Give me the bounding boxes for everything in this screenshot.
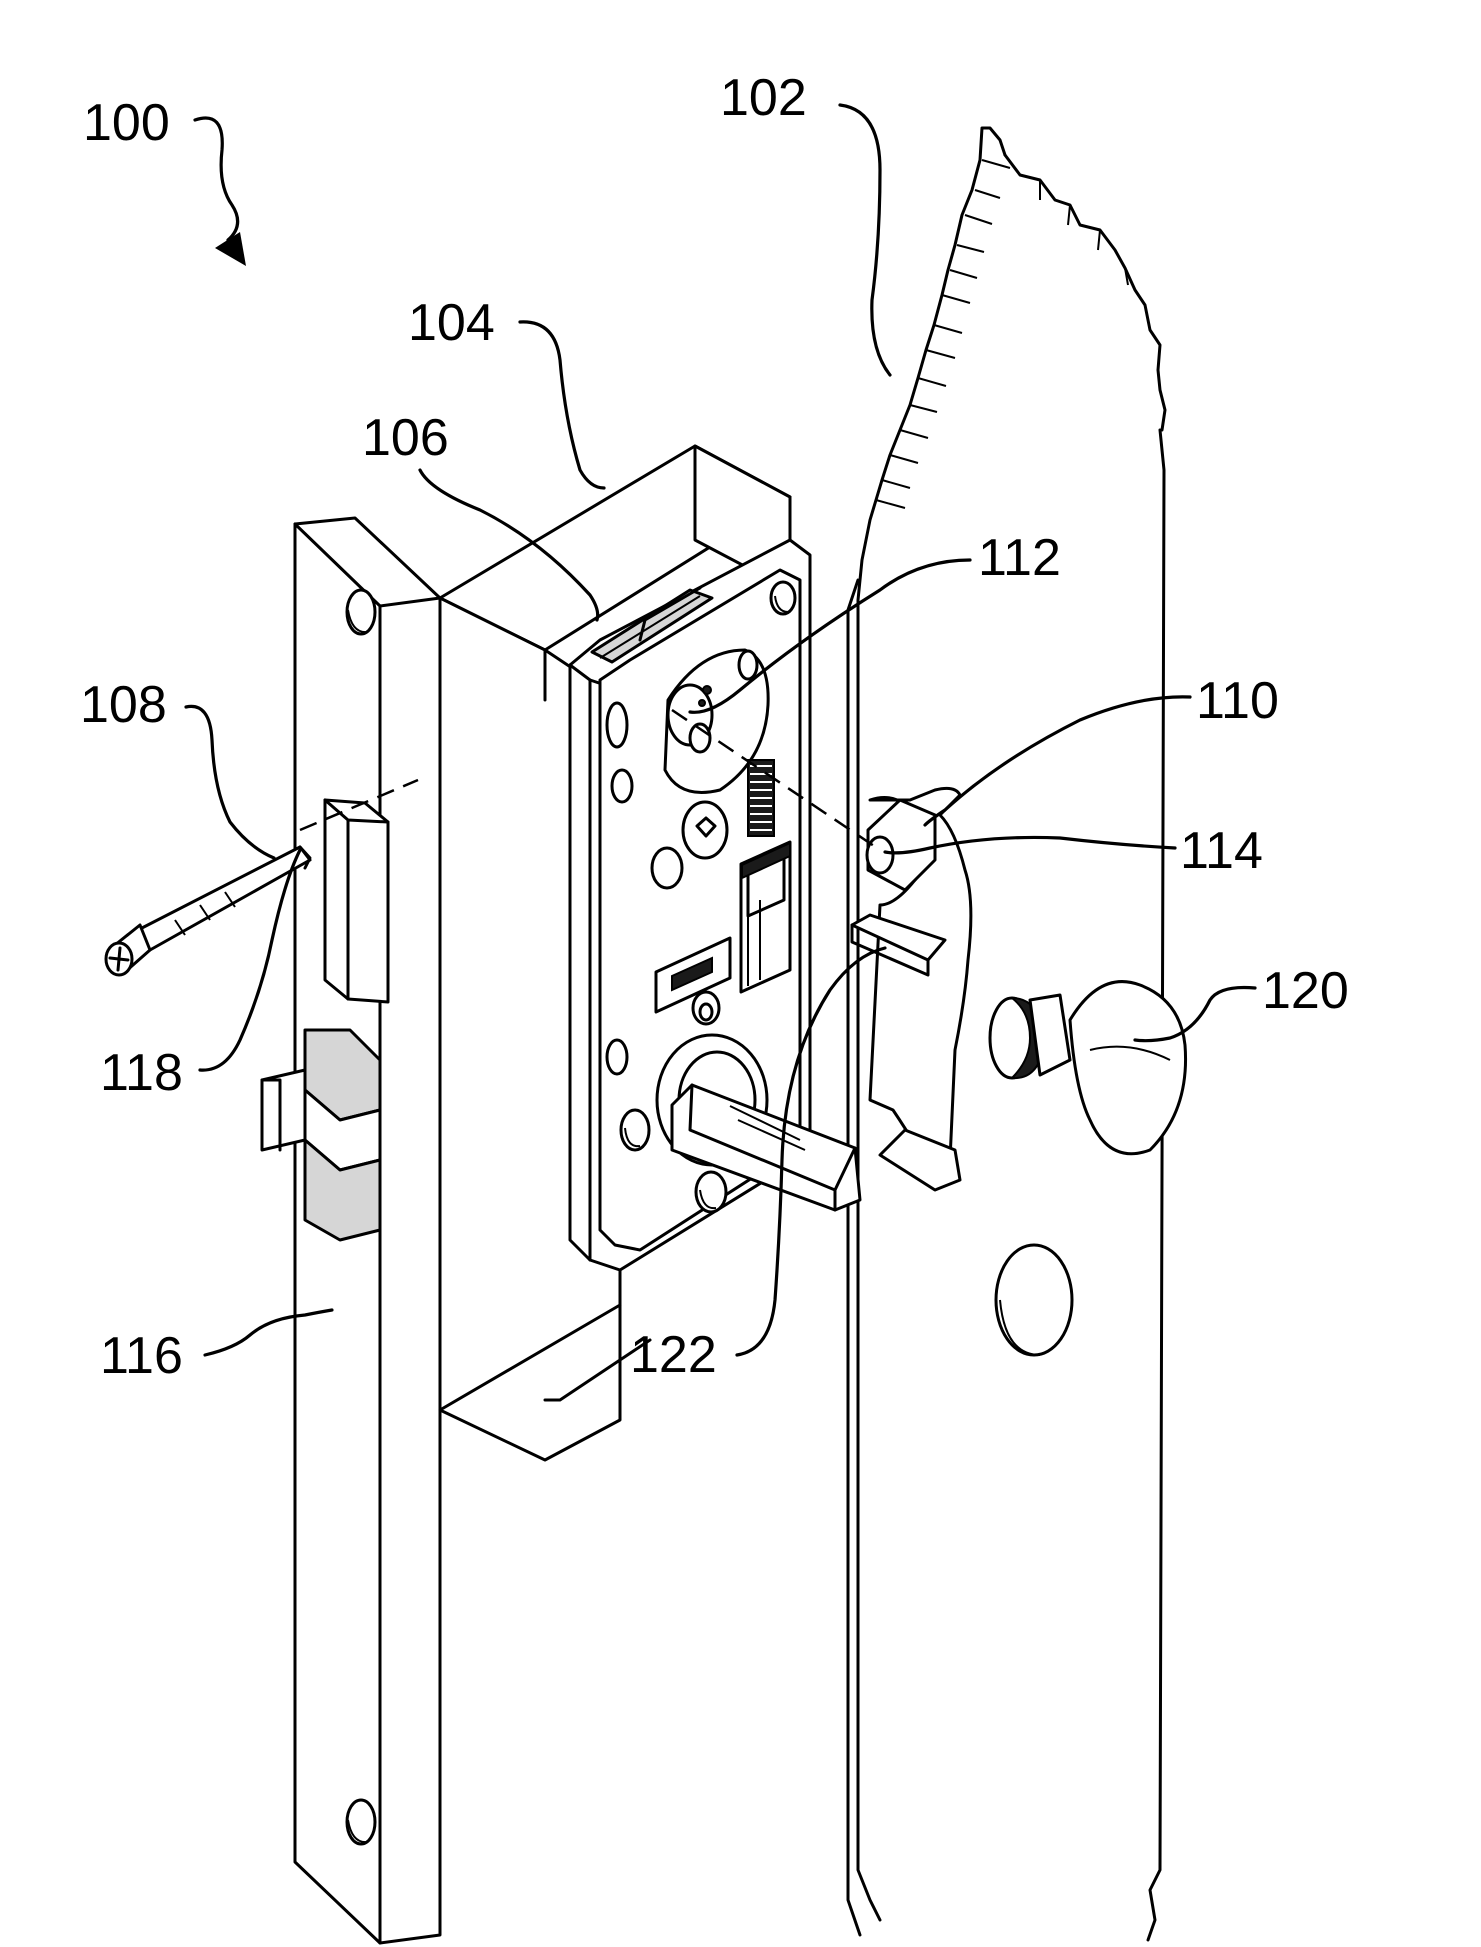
escutcheon	[852, 788, 971, 1190]
label-102: 102	[720, 69, 807, 127]
label-122: 122	[630, 1326, 717, 1384]
label-120: 120	[1262, 962, 1349, 1020]
door-knob-hole	[996, 1245, 1072, 1355]
label-104: 104	[408, 294, 495, 352]
knob	[990, 982, 1194, 1154]
label-100: 100	[83, 94, 170, 152]
label-114: 114	[1180, 822, 1263, 880]
label-112: 112	[978, 529, 1061, 587]
label-110: 110	[1196, 672, 1279, 730]
label-118: 118	[100, 1044, 183, 1102]
label-116: 116	[100, 1327, 183, 1385]
label-106: 106	[362, 409, 449, 467]
label-108: 108	[80, 676, 167, 734]
